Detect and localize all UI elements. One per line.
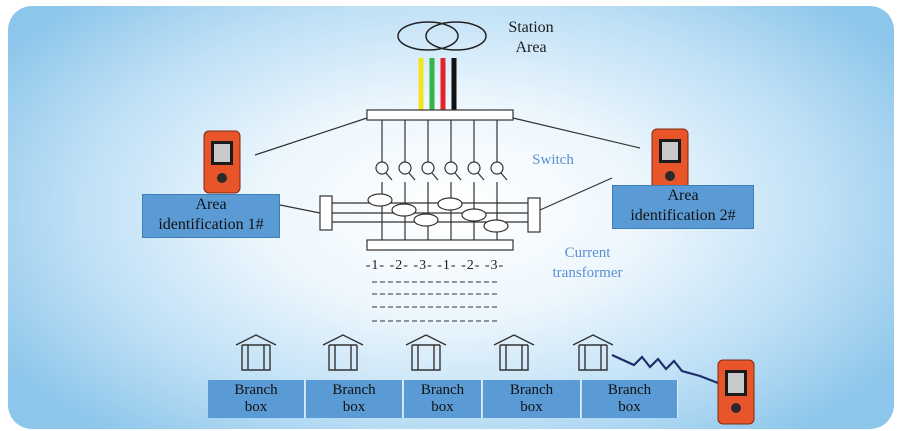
transformer-icon bbox=[397, 21, 487, 51]
zigzag-link-icon bbox=[611, 353, 719, 385]
house-icon bbox=[405, 334, 447, 371]
phase-number-row: -1- -2- -3- -1- -2- -3- bbox=[365, 258, 505, 273]
house-icon bbox=[572, 334, 614, 371]
current-transformer-line1: Current bbox=[564, 245, 611, 261]
lower-busbar bbox=[366, 239, 514, 251]
branch-box-4-line1: Branch bbox=[509, 382, 554, 398]
top-busbar bbox=[366, 109, 514, 121]
branch-box-3-line1: Branch bbox=[420, 382, 465, 398]
branch-box-2-line2: box bbox=[342, 399, 366, 415]
handheld-device-icon bbox=[717, 359, 755, 425]
house-icon bbox=[493, 334, 535, 371]
phase-wires bbox=[418, 58, 457, 110]
link-line-right bbox=[512, 117, 641, 149]
branch-box-3: Branch box bbox=[404, 380, 482, 418]
house-icon bbox=[235, 334, 277, 371]
branch-box-5: Branch box bbox=[582, 380, 678, 418]
area-identification-1-box: Area identification 1# bbox=[142, 194, 280, 238]
feeder-lines bbox=[372, 281, 497, 322]
handheld-device-icon bbox=[203, 130, 241, 194]
handheld-device-icon bbox=[651, 128, 689, 192]
ct-link-right bbox=[539, 177, 613, 211]
area-identification-2-line2: identification 2# bbox=[630, 207, 736, 224]
station-area-line2: Area bbox=[515, 39, 547, 56]
area-identification-2-line1: Area bbox=[667, 187, 699, 204]
current-transformer-label: Current transformer bbox=[540, 243, 635, 283]
switch-group bbox=[375, 120, 508, 181]
branch-box-1-line1: Branch bbox=[234, 382, 278, 398]
branch-box-2: Branch box bbox=[306, 380, 403, 418]
area-identification-1-line2: identification 1# bbox=[158, 216, 264, 233]
branch-box-1-line2: box bbox=[244, 399, 268, 415]
link-line-left bbox=[254, 117, 368, 156]
area-identification-2-box: Area identification 2# bbox=[612, 185, 754, 229]
ct-link-left bbox=[279, 204, 321, 214]
station-area-line1: Station bbox=[508, 19, 554, 36]
house-icon bbox=[322, 334, 364, 371]
switch-label: Switch bbox=[532, 152, 574, 168]
current-transformer bbox=[319, 182, 541, 240]
area-identification-1-line1: Area bbox=[195, 196, 227, 213]
branch-box-4-line2: box bbox=[520, 399, 543, 415]
branch-box-4: Branch box bbox=[483, 380, 581, 418]
station-area-label: Station Area bbox=[492, 18, 570, 58]
branch-box-2-line1: Branch bbox=[332, 382, 376, 398]
branch-box-3-line2: box bbox=[431, 399, 454, 415]
branch-box-5-line2: box bbox=[618, 399, 641, 415]
branch-box-5-line1: Branch bbox=[607, 382, 652, 398]
current-transformer-line2: transformer bbox=[552, 265, 623, 281]
branch-box-1: Branch box bbox=[208, 380, 305, 418]
